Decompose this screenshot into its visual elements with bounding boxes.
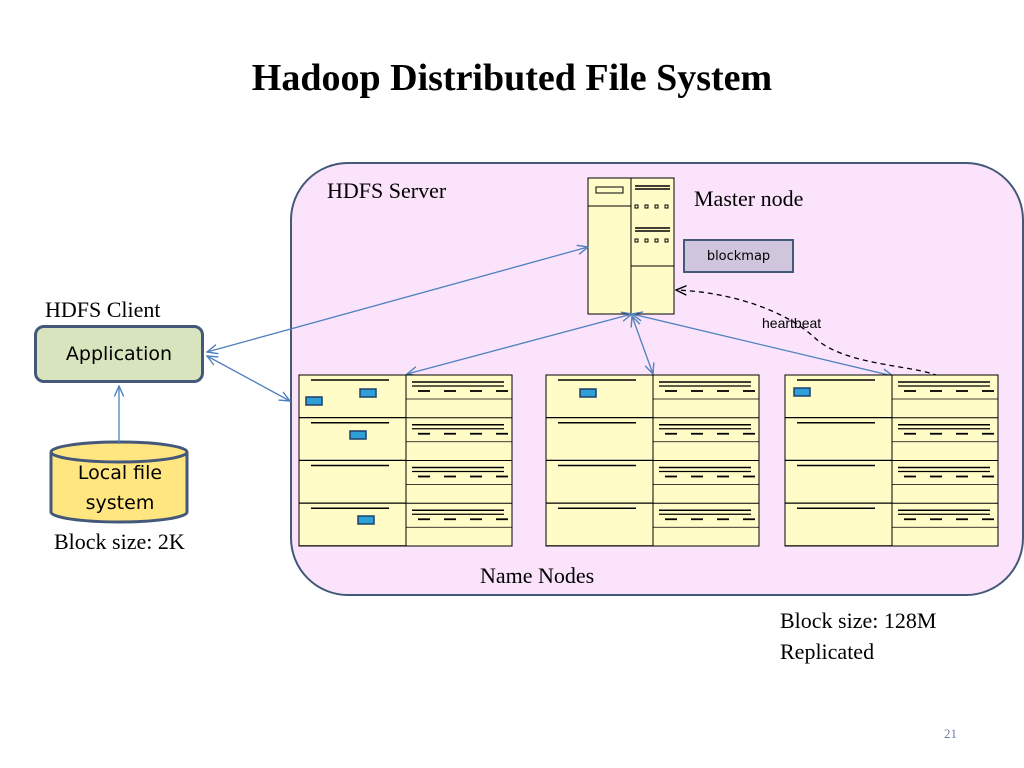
page-number: 21 xyxy=(944,726,957,741)
master-namenode1-arrow xyxy=(407,314,632,374)
heartbeat-arrow xyxy=(676,290,939,377)
master-node-label: Master node xyxy=(694,186,804,211)
hdfs-block-size-note: Block size: 128M Replicated xyxy=(780,605,936,667)
drive-light-icon xyxy=(359,388,377,398)
hdfs-client-label: HDFS Client xyxy=(45,297,161,322)
hdfs-block-size-label: Block size: 128M xyxy=(780,608,937,633)
application-master-arrow xyxy=(207,247,588,352)
hdfs-server-label: HDFS Server xyxy=(327,178,447,203)
local-block-size-label: Block size: 2K xyxy=(54,529,185,554)
application-box: Application xyxy=(34,325,204,383)
heartbeat-label: heartbeat xyxy=(762,315,822,331)
application-namenode-arrow xyxy=(207,356,290,401)
blockmap-box: blockmap xyxy=(683,239,794,273)
drive-light-icon xyxy=(579,388,597,398)
master-node-server xyxy=(587,177,675,315)
name-node-server xyxy=(545,374,760,547)
local-file-system-label: Local file system xyxy=(77,462,163,514)
replicated-label: Replicated xyxy=(780,639,875,664)
connection-arrows xyxy=(119,247,893,444)
slide-title: Hadoop Distributed File System xyxy=(251,57,773,99)
name-node-server xyxy=(784,374,999,547)
name-node-server xyxy=(298,374,513,547)
drive-light-icon xyxy=(305,396,323,406)
name-nodes-label: Name Nodes xyxy=(480,563,595,588)
drive-light-icon xyxy=(349,430,367,440)
master-namenode2-arrow xyxy=(632,316,653,374)
drive-light-icon xyxy=(357,515,375,525)
drive-light-icon xyxy=(793,387,811,397)
local-file-system-cylinder xyxy=(49,440,189,524)
master-namenode3-arrow xyxy=(632,314,893,376)
name-nodes-group xyxy=(298,374,999,547)
